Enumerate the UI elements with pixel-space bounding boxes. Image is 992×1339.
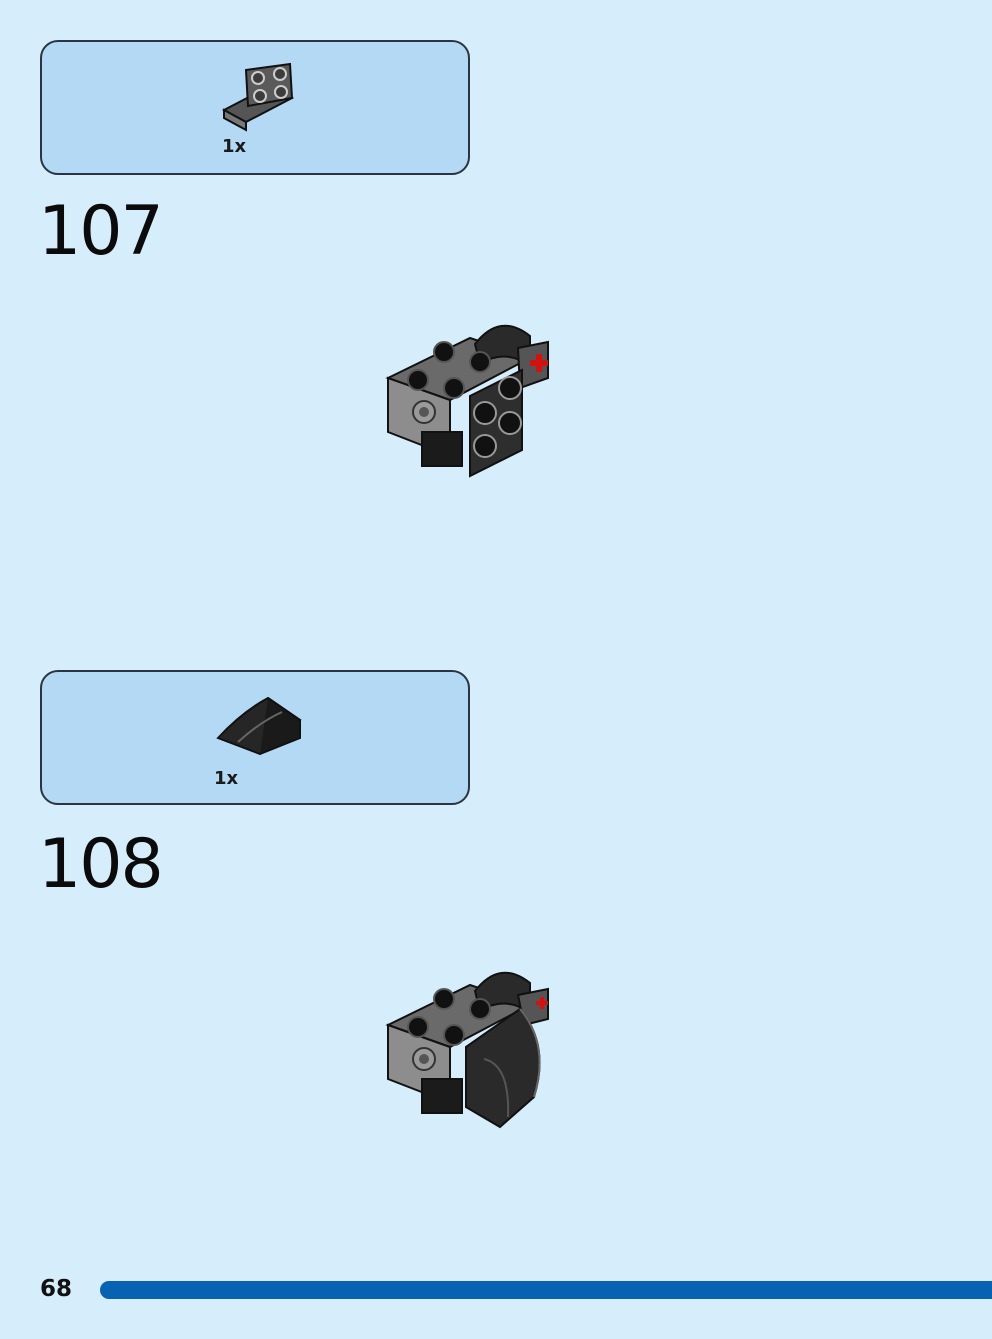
- part-quantity: 1x: [214, 768, 239, 789]
- step-number-108: 108: [38, 825, 164, 904]
- page-footer-bar: [100, 1281, 992, 1299]
- assembly-step-107-image: [385, 324, 549, 478]
- curved-slope-icon: [216, 696, 302, 756]
- parts-box-step-107: 1x: [40, 40, 470, 175]
- part-quantity: 1x: [222, 136, 247, 157]
- page-number: 68: [40, 1276, 73, 1302]
- parts-box-step-108: 1x: [40, 670, 470, 805]
- assembly-step-108-image: [385, 971, 549, 1129]
- bracket-plate-icon: [221, 62, 295, 132]
- step-number-107: 107: [38, 192, 164, 271]
